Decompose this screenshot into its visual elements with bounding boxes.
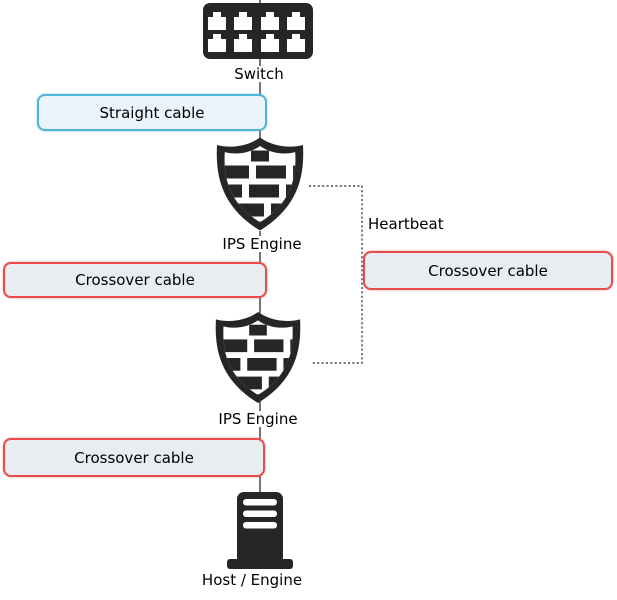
crossover-cable-bottom-left-label: Crossover cable (74, 448, 194, 467)
heartbeat-label: Heartbeat (368, 215, 444, 233)
firewall-shield-icon-bottom (208, 312, 308, 404)
crossover-cable-right-label: Crossover cable (428, 261, 548, 280)
crossover-cable-top-left-label: Crossover cable (75, 271, 195, 289)
ips-engine-bottom-label: IPS Engine (215, 411, 301, 427)
crossover-cable-right-box: Crossover cable (363, 251, 613, 290)
switch-icon (203, 3, 313, 59)
server-tower-icon (227, 492, 293, 569)
ips-engine-top-label: IPS Engine (219, 236, 305, 252)
crossover-cable-top-left-box: Crossover cable (3, 262, 267, 298)
host-engine-label: Host / Engine (198, 572, 306, 588)
straight-cable-box: Straight cable (37, 94, 267, 131)
straight-cable-label: Straight cable (99, 103, 205, 122)
heartbeat-dotted-line (309, 185, 363, 364)
switch-label: Switch (231, 66, 287, 82)
crossover-cable-bottom-left-box: Crossover cable (3, 438, 265, 477)
firewall-shield-icon-top (210, 137, 310, 232)
